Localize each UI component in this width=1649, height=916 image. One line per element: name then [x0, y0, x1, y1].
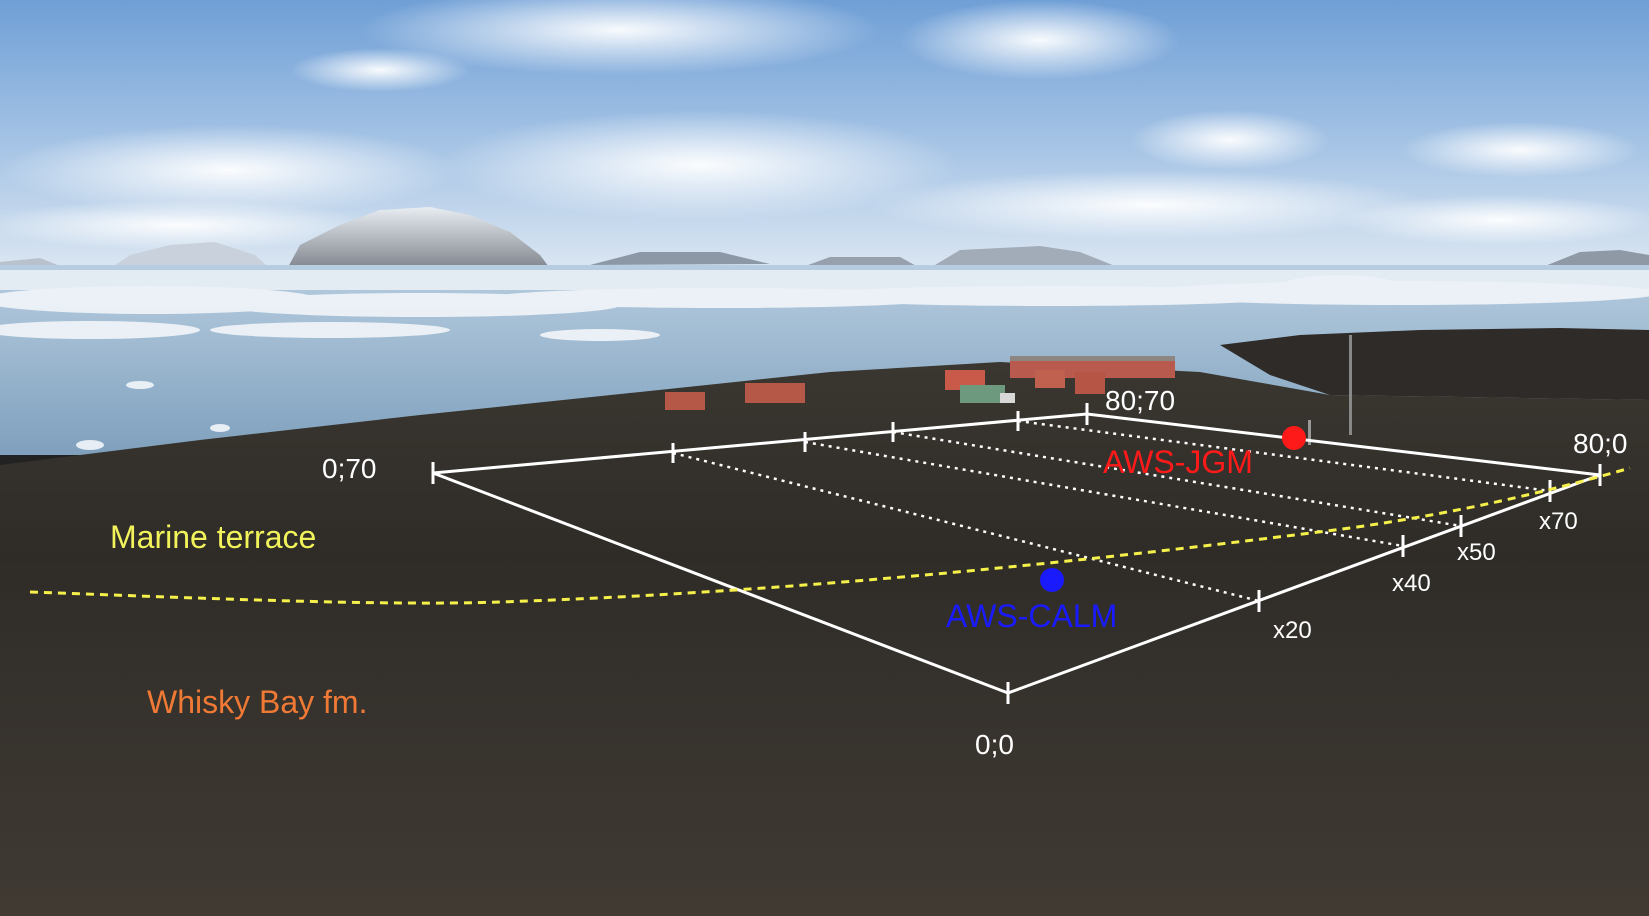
- station-marker-aws-jgm: [1282, 426, 1306, 450]
- grid-dotted-line: [1017, 419, 1551, 493]
- corner-label-80-70: 80;70: [1105, 385, 1175, 416]
- tick-label-x40: x40: [1392, 570, 1431, 597]
- ground: [0, 362, 1649, 916]
- corner-label-80-0: 80;0: [1573, 428, 1628, 459]
- station-label-aws-calm: AWS-CALM: [946, 598, 1117, 634]
- calm-grid: [431, 403, 1602, 704]
- unit-boundary: [29, 466, 1631, 605]
- tick-label-x70: x70: [1539, 508, 1578, 535]
- sea-ice: [0, 270, 1649, 450]
- far-headland: [1220, 328, 1649, 400]
- unit-label-whisky-bay: Whisky Bay fm.: [147, 684, 367, 720]
- unit-label-marine-terrace: Marine terrace: [110, 519, 316, 555]
- corner-label-0-0: 0;0: [975, 729, 1014, 760]
- clouds: [0, 0, 1649, 250]
- weather-stations: [1040, 426, 1306, 592]
- tick-label-x50: x50: [1457, 539, 1496, 566]
- marine-terrace-boundary-line: [29, 466, 1631, 605]
- station-label-aws-jgm: AWS-JGM: [1103, 444, 1253, 480]
- grid-dotted-line: [804, 440, 1404, 548]
- station-marker-aws-calm: [1040, 568, 1064, 592]
- tick-label-x20: x20: [1273, 617, 1312, 644]
- research-station: [665, 335, 1352, 445]
- corner-label-0-70: 0;70: [322, 453, 377, 484]
